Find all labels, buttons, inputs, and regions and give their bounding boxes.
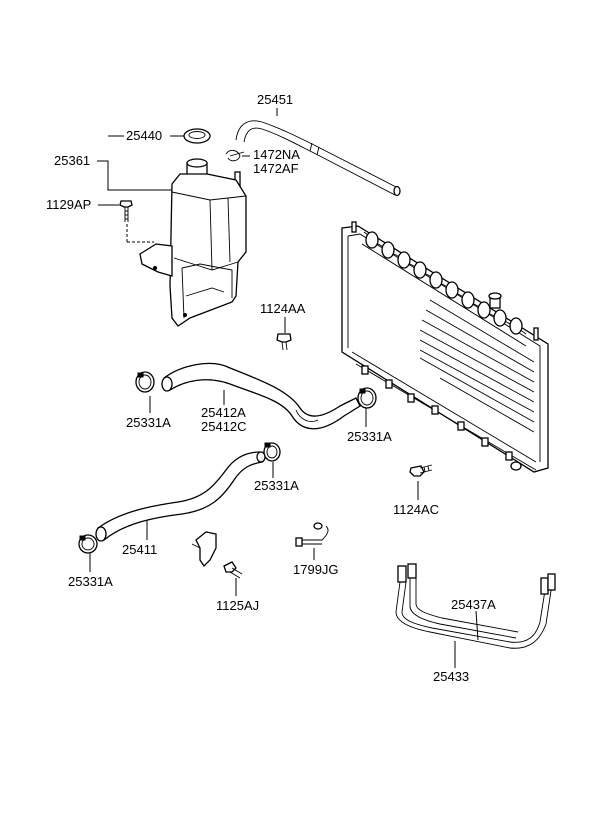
label-25361[interactable]: 25361 <box>54 153 91 168</box>
label-1129ap[interactable]: 1129AP <box>46 197 92 212</box>
label-25331a-middle[interactable]: 25331A <box>254 478 299 493</box>
label-1472af[interactable]: 1472AF <box>253 161 299 176</box>
label-25451[interactable]: 25451 <box>257 92 294 107</box>
label-1799jg[interactable]: 1799JG <box>293 562 339 577</box>
label-25331a-upper-left[interactable]: 25331A <box>126 415 171 430</box>
label-1124ac[interactable]: 1124AC <box>393 502 440 517</box>
label-1472na[interactable]: 1472NA <box>253 147 300 162</box>
radiator[interactable] <box>341 221 549 473</box>
overflow-hose-25451[interactable] <box>235 120 401 197</box>
upper-radiator-hose-25412[interactable] <box>161 362 361 430</box>
bolt-1124ac[interactable] <box>409 464 433 477</box>
lower-radiator-hose-25411[interactable] <box>95 451 266 542</box>
label-25331a-upper-right[interactable]: 25331A <box>347 429 392 444</box>
coolant-reservoir-25361[interactable] <box>139 158 247 327</box>
hose-clamp-middle[interactable] <box>263 442 281 462</box>
label-25412a[interactable]: 25412A <box>201 405 246 420</box>
bolt-1124aa[interactable] <box>276 333 292 351</box>
label-25433[interactable]: 25433 <box>433 669 470 684</box>
label-25437a[interactable]: 25437A <box>451 597 496 612</box>
leader-lines <box>89 108 479 668</box>
sensor-1799jg[interactable] <box>295 522 329 547</box>
bolt-1125aj[interactable] <box>223 561 243 579</box>
label-1124aa[interactable]: 1124AA <box>260 301 306 316</box>
label-25411[interactable]: 25411 <box>122 542 158 557</box>
label-25440[interactable]: 25440 <box>126 128 163 143</box>
hose-clip-1472[interactable] <box>225 149 245 162</box>
label-25331a-lower-left[interactable]: 25331A <box>68 574 113 589</box>
label-1125aj[interactable]: 1125AJ <box>216 598 260 613</box>
radiator-lower-tank-details <box>361 365 522 471</box>
reservoir-cap-25440[interactable] <box>183 128 211 144</box>
hose-clamp-upper-left[interactable] <box>135 371 155 393</box>
hose-clamp-lower-left[interactable] <box>78 534 98 554</box>
hose-bracket[interactable] <box>191 531 217 568</box>
bolt-1129ap[interactable] <box>119 200 154 243</box>
hose-clamp-upper-right[interactable] <box>357 387 377 409</box>
cooler-pipe-assembly[interactable] <box>395 563 556 649</box>
radiator-tank-ribs <box>365 231 523 335</box>
label-25412c[interactable]: 25412C <box>201 419 247 434</box>
radiator-core-fins <box>419 299 535 433</box>
